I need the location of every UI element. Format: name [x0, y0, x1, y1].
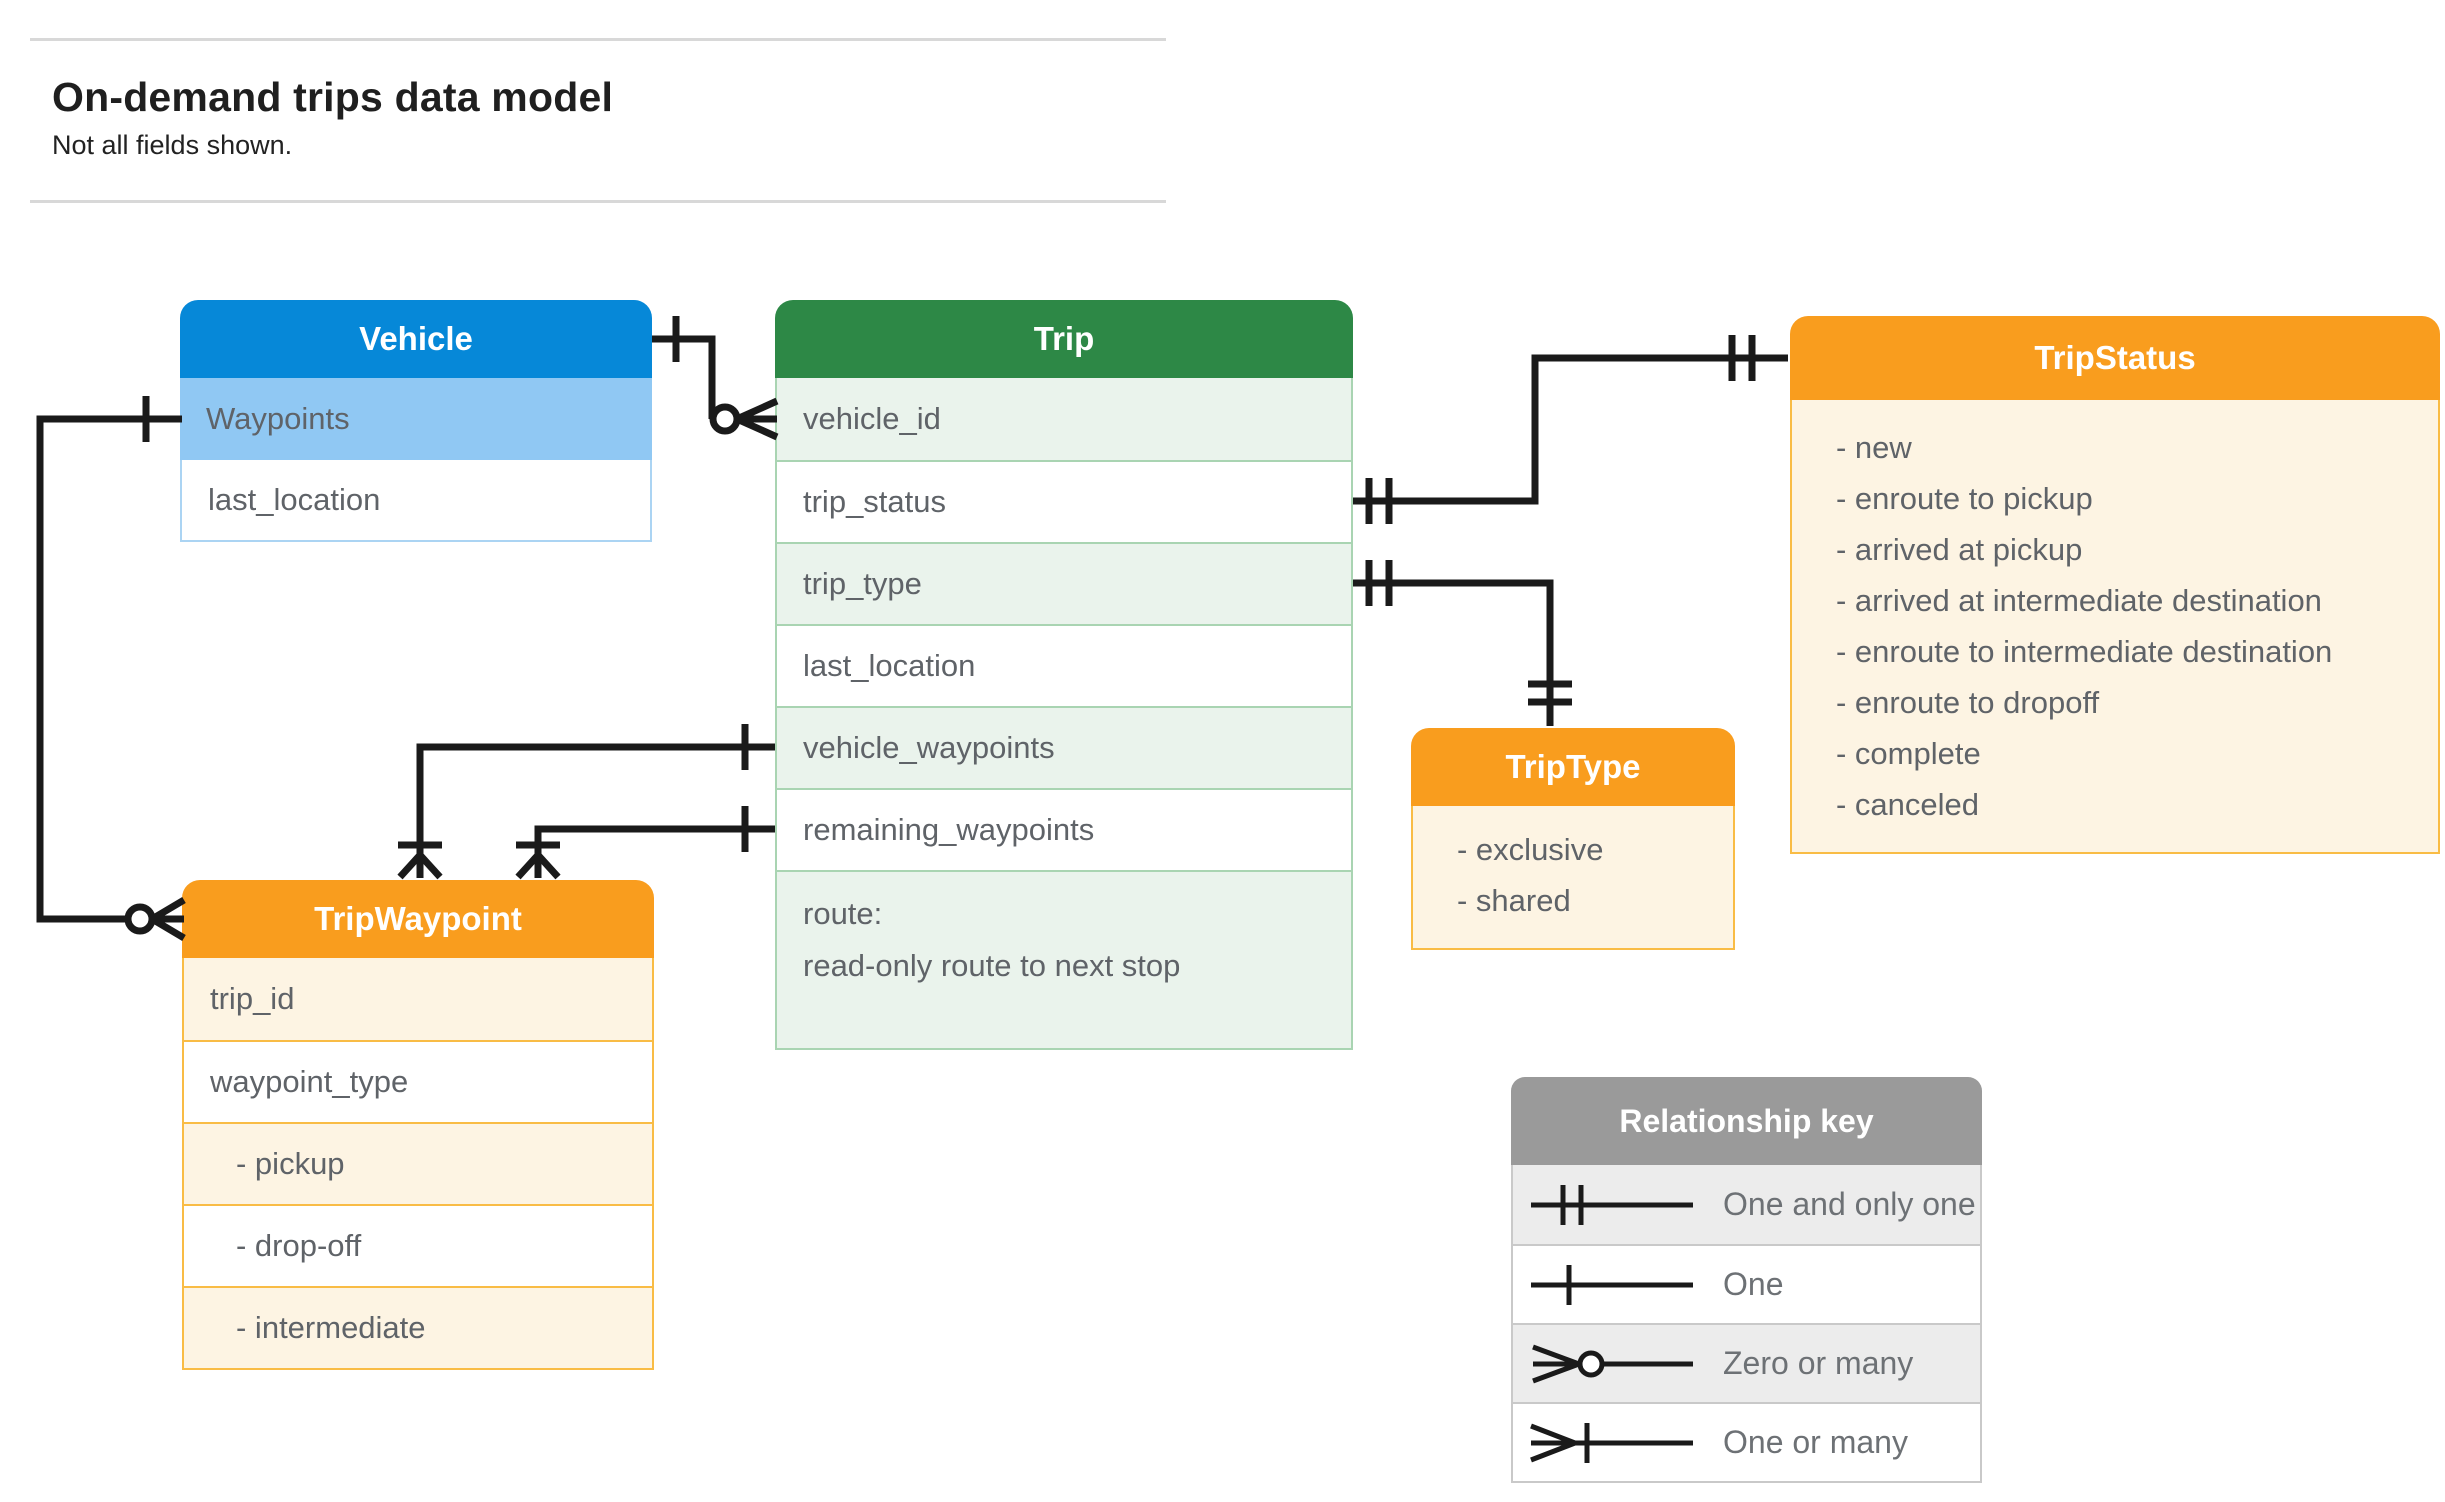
field-row-waypoints: Waypoints: [180, 378, 652, 460]
connector-trip-remaining-waypoints: [515, 806, 775, 880]
key-row-one-and-only-one: One and only one: [1513, 1165, 1980, 1244]
page-subtitle: Not all fields shown.: [52, 130, 293, 160]
relationship-key-header: Relationship key: [1511, 1077, 1982, 1165]
field-row-remaining-waypoints: remaining_waypoints: [777, 788, 1351, 870]
top-rule: [30, 38, 1166, 41]
connector-vehicle-trip: [652, 316, 779, 441]
entity-trip-type-body: - exclusive - shared: [1411, 806, 1735, 950]
entity-trip-waypoint: TripWaypoint trip_id waypoint_type - pic…: [182, 880, 654, 1370]
field-row-drop-off: - drop-off: [184, 1204, 652, 1286]
entity-trip-status-body: - new - enroute to pickup - arrived at p…: [1790, 400, 2440, 854]
key-row-one-or-many: One or many: [1513, 1402, 1980, 1481]
field-row-waypoint-type: waypoint_type: [184, 1040, 652, 1122]
entity-trip-header: Trip: [775, 300, 1353, 378]
entity-trip-body: vehicle_id trip_status trip_type last_lo…: [775, 378, 1353, 1050]
zero-or-many-icon: [1532, 1344, 1693, 1383]
status-value: - complete: [1836, 736, 1981, 771]
one-and-only-one-icon: [1531, 1184, 1693, 1225]
field-row-last-location: last_location: [777, 624, 1351, 706]
field-row-last-location: last_location: [180, 460, 652, 542]
entity-trip-waypoint-header: TripWaypoint: [182, 880, 654, 958]
status-value: - enroute to dropoff: [1836, 685, 2100, 720]
connector-trip-tripstatus: [1353, 335, 1788, 524]
one-or-many-icon: [1530, 1422, 1693, 1463]
status-value: - arrived at intermediate destination: [1836, 583, 2322, 618]
entity-trip-waypoint-body: trip_id waypoint_type - pickup - drop-of…: [182, 958, 654, 1370]
entity-trip-status-header: TripStatus: [1790, 316, 2440, 400]
key-row-zero-or-many: Zero or many: [1513, 1323, 1980, 1402]
entity-vehicle-header: Vehicle: [180, 300, 652, 378]
field-row-trip-status: trip_status: [777, 460, 1351, 542]
field-row-trip-id: trip_id: [210, 981, 295, 1016]
relationship-key: Relationship key One and only one One: [1511, 1077, 1982, 1483]
entity-trip-status: TripStatus - new - enroute to pickup - a…: [1790, 316, 2440, 854]
field-row-vehicle-waypoints: vehicle_waypoints: [777, 706, 1351, 788]
connector-trip-vehicle-waypoints: [397, 724, 775, 880]
status-value: - arrived at pickup: [1836, 532, 2083, 567]
status-value: - canceled: [1836, 787, 1980, 822]
type-value: - exclusive: [1457, 832, 1604, 867]
field-row-trip-type: trip_type: [777, 542, 1351, 624]
field-row-pickup: - pickup: [184, 1122, 652, 1204]
status-value: - new: [1836, 430, 1912, 465]
field-row-intermediate: - intermediate: [184, 1286, 652, 1368]
page-title: On-demand trips data model: [52, 74, 614, 120]
field-row-vehicle-id: vehicle_id: [777, 378, 1351, 460]
field-row-route: route: read-only route to next stop: [777, 870, 1351, 1048]
relationship-key-body: One and only one One Zer: [1511, 1165, 1982, 1483]
key-row-one: One: [1513, 1244, 1980, 1323]
entity-trip: Trip vehicle_id trip_status trip_type la…: [775, 300, 1353, 1050]
connector-trip-triptype: [1353, 560, 1572, 726]
type-value: - shared: [1457, 883, 1571, 918]
status-value: - enroute to intermediate destination: [1836, 634, 2333, 669]
bottom-rule: [30, 200, 1166, 203]
connector-vehicle-tripwaypoint: [36, 396, 186, 942]
entity-trip-type: TripType - exclusive - shared: [1411, 728, 1735, 950]
status-value: - enroute to pickup: [1836, 481, 2093, 516]
entity-trip-type-header: TripType: [1411, 728, 1735, 806]
one-icon: [1531, 1264, 1693, 1305]
entity-vehicle: Vehicle Waypoints last_location: [180, 300, 652, 542]
